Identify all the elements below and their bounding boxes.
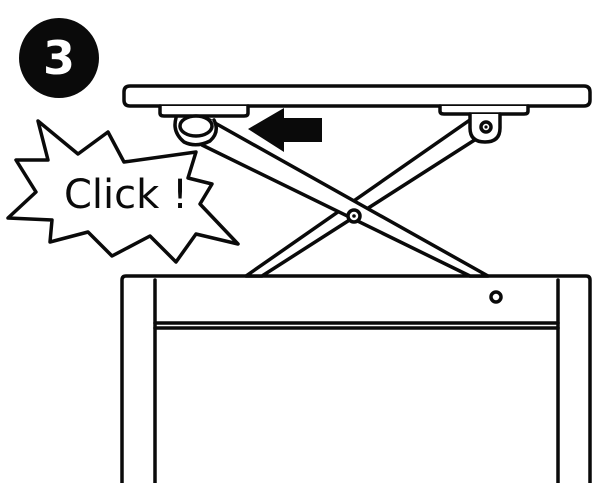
- center-pivot-bolt: [346, 208, 362, 224]
- base-frame: [120, 274, 592, 483]
- step-number-badge: 3: [19, 18, 99, 98]
- click-callout-text: Click !: [64, 172, 188, 218]
- click-callout-burst: [6, 119, 240, 264]
- right-pivot-hinge: [468, 112, 502, 144]
- left-rail-bracket: [158, 104, 250, 118]
- arrow-left-icon: [248, 108, 322, 152]
- right-rail-bracket: [438, 104, 530, 116]
- frame-hole: [489, 290, 503, 304]
- left-slider-hinge: [173, 114, 218, 147]
- desk-top-board: [122, 84, 592, 108]
